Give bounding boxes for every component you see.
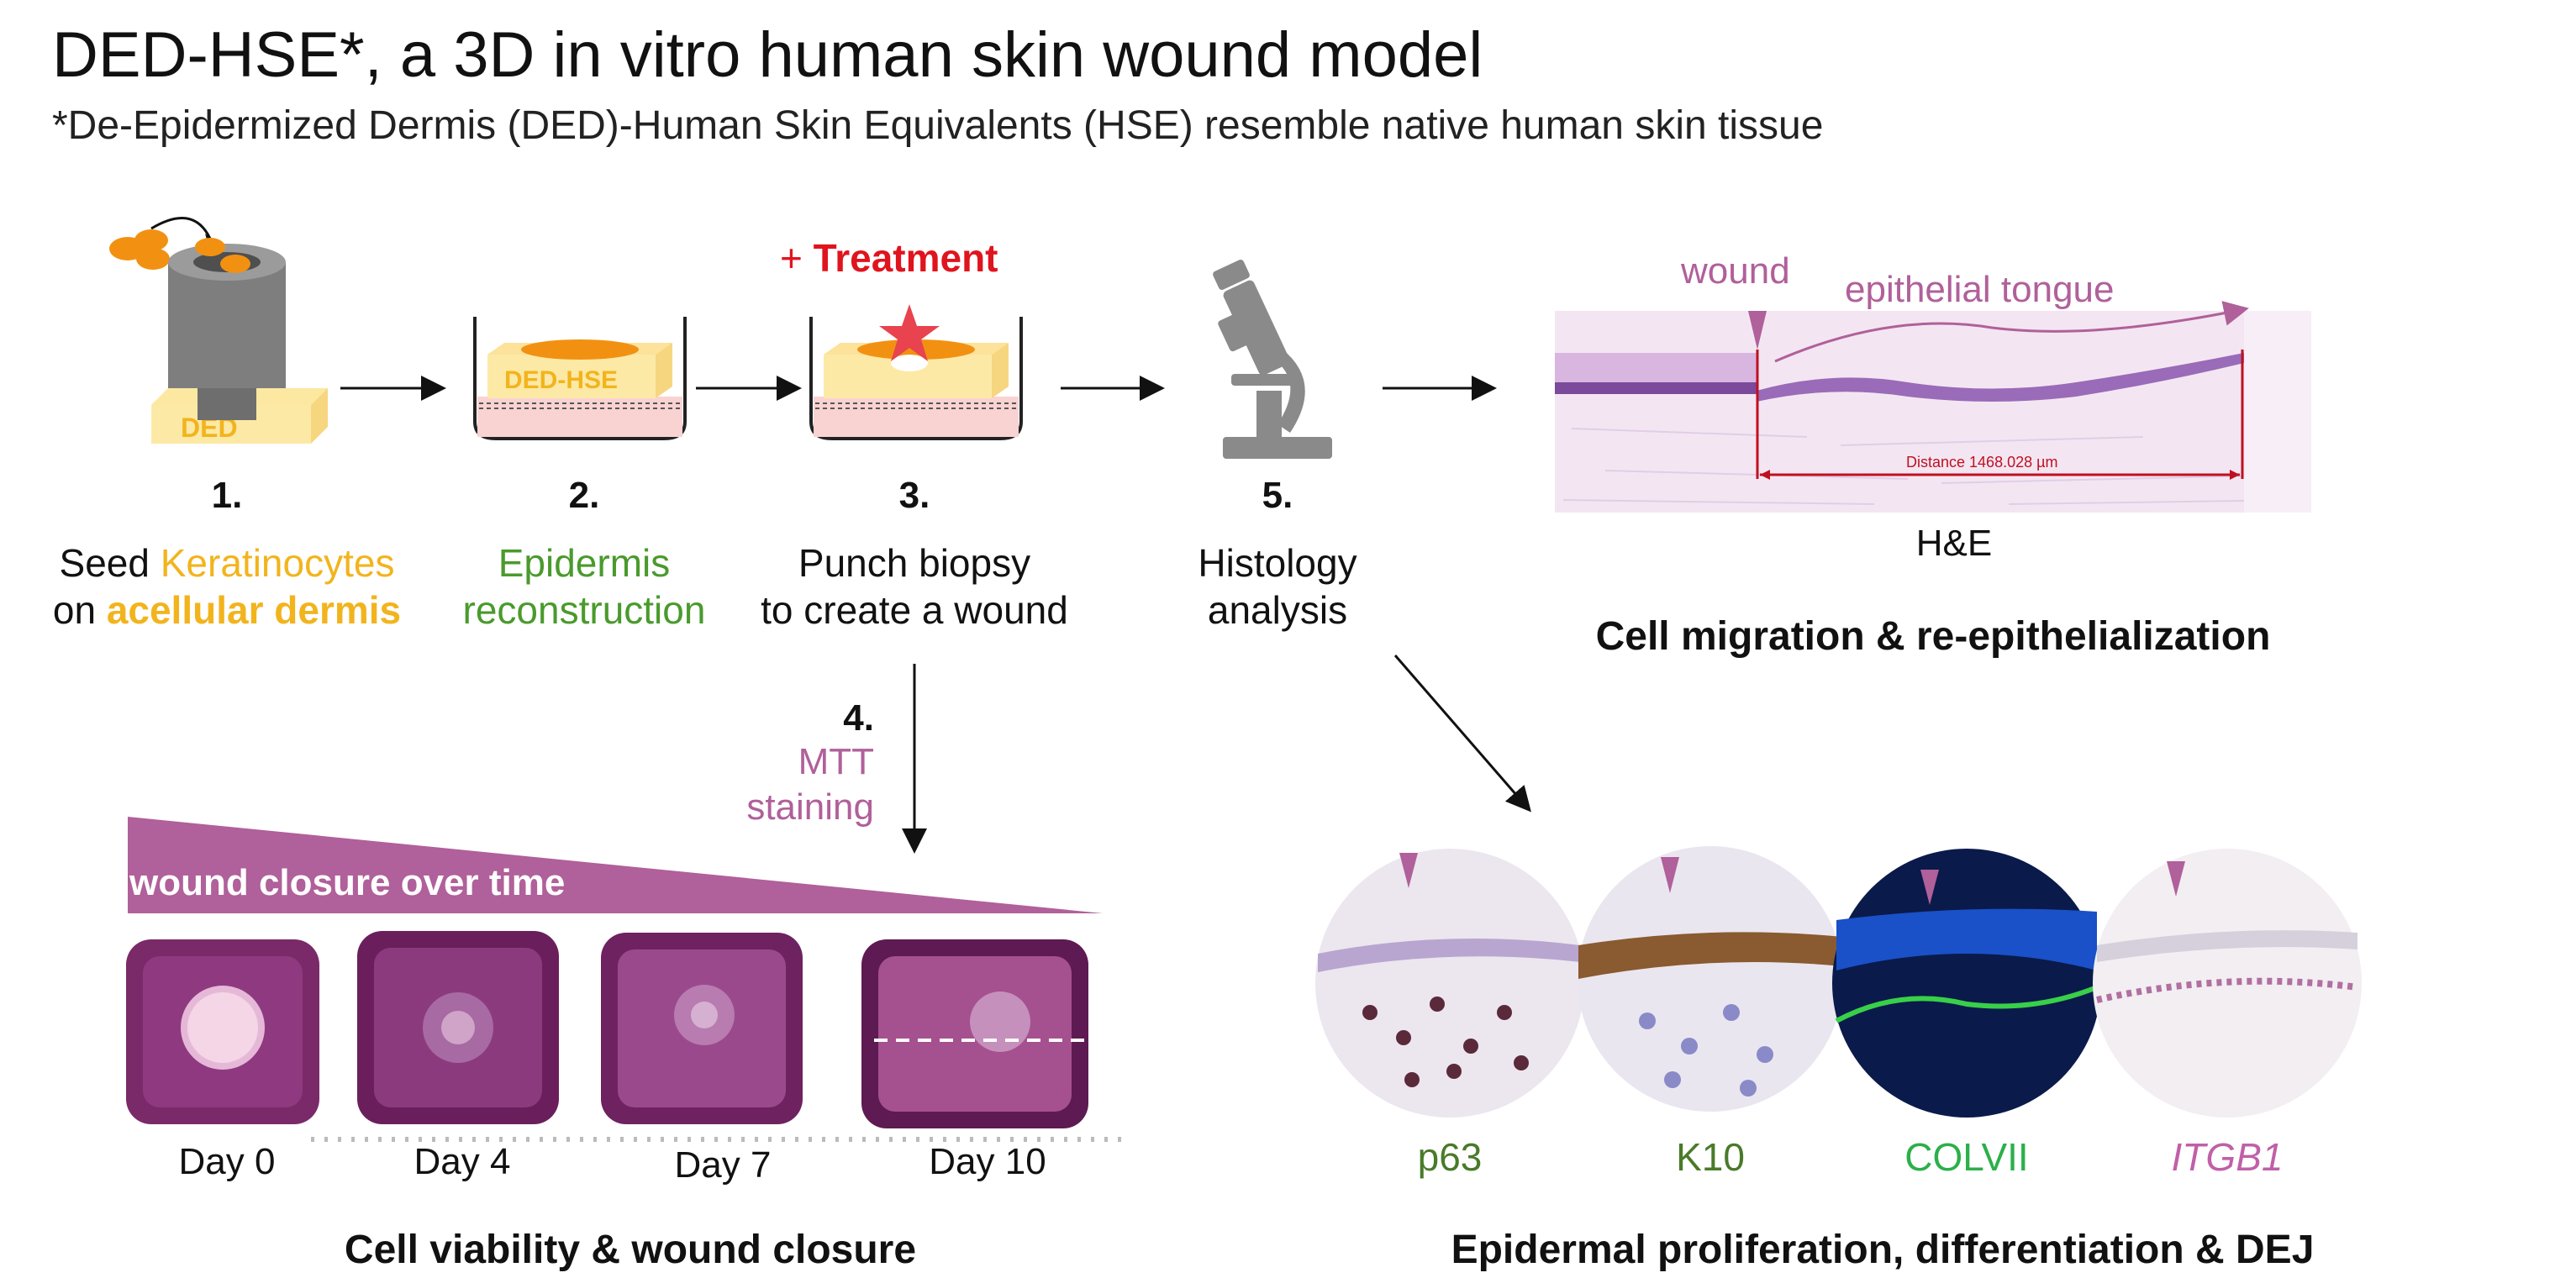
wound-label: wound	[1681, 250, 1790, 292]
itgb1-stain-image	[2093, 849, 2362, 1118]
mtt-well-day10	[861, 939, 1118, 1128]
mtt-wells-images	[126, 931, 1126, 1142]
step-2-number: 2.	[568, 475, 600, 516]
day-label-7: Day 7	[674, 1144, 772, 1186]
viability-section-title: Cell viability & wound closure	[344, 1228, 917, 1272]
ded-hse-well-icon: DED-HSE	[473, 317, 687, 440]
marker-label-p63: p63	[1417, 1135, 1483, 1179]
day-label-10: Day 10	[929, 1141, 1046, 1182]
step-3-label: Punch biopsy to create a wound	[761, 541, 1068, 632]
he-stain-label: H&E	[1915, 523, 1993, 564]
immunostaining-images	[1315, 846, 2362, 1118]
step-1-number: 1.	[211, 475, 243, 516]
keratinocyte-seeding-icon: DED	[109, 217, 328, 444]
marker-label-k10: K10	[1676, 1135, 1745, 1179]
p63-stain-image	[1315, 849, 1584, 1118]
mtt-well-day7	[601, 933, 803, 1124]
wounded-hse-treatment-icon	[809, 304, 1023, 440]
step-2-label: Epidermis reconstruction	[462, 541, 706, 632]
markers-section-title: Epidermal proliferation, differentiation…	[1451, 1228, 2315, 1272]
he-histology-image: Distance 1468.028 µm	[1555, 301, 2311, 513]
step-5-label: Histology analysis	[1198, 541, 1357, 632]
mtt-well-day4	[357, 931, 559, 1124]
epithelial-tongue-label: epithelial tongue	[1845, 269, 2115, 310]
step-1-label: Seed Keratinocytes on acellular dermis	[52, 541, 402, 632]
mtt-well-day0	[126, 939, 319, 1124]
ded-hse-icon-label: DED-HSE	[504, 366, 618, 394]
day-label-4: Day 4	[414, 1141, 511, 1182]
step-5-number: 5.	[1262, 475, 1293, 516]
wound-closure-banner-label: wound closure over time	[129, 862, 566, 903]
step-3-number: 3.	[898, 475, 930, 516]
colvii-stain-image	[1832, 849, 2101, 1118]
day-label-0: Day 0	[178, 1141, 276, 1182]
marker-label-colvii: COLVII	[1904, 1135, 2029, 1179]
marker-label-itgb1: ITGB1	[2171, 1135, 2284, 1179]
page-subtitle: *De-Epidermized Dermis (DED)-Human Skin …	[52, 103, 1824, 148]
step-4-label: 4. MTT staining	[746, 697, 874, 828]
wound-closure-banner	[128, 817, 1103, 913]
migration-section-title: Cell migration & re-epithelialization	[1595, 614, 2271, 659]
k10-stain-image	[1578, 846, 1843, 1112]
microscope-icon	[1213, 259, 1332, 459]
page-title: DED-HSE*, a 3D in vitro human skin wound…	[52, 19, 1483, 91]
distance-label: Distance 1468.028 µm	[1906, 454, 2057, 471]
treatment-label: + Treatment	[780, 236, 998, 280]
